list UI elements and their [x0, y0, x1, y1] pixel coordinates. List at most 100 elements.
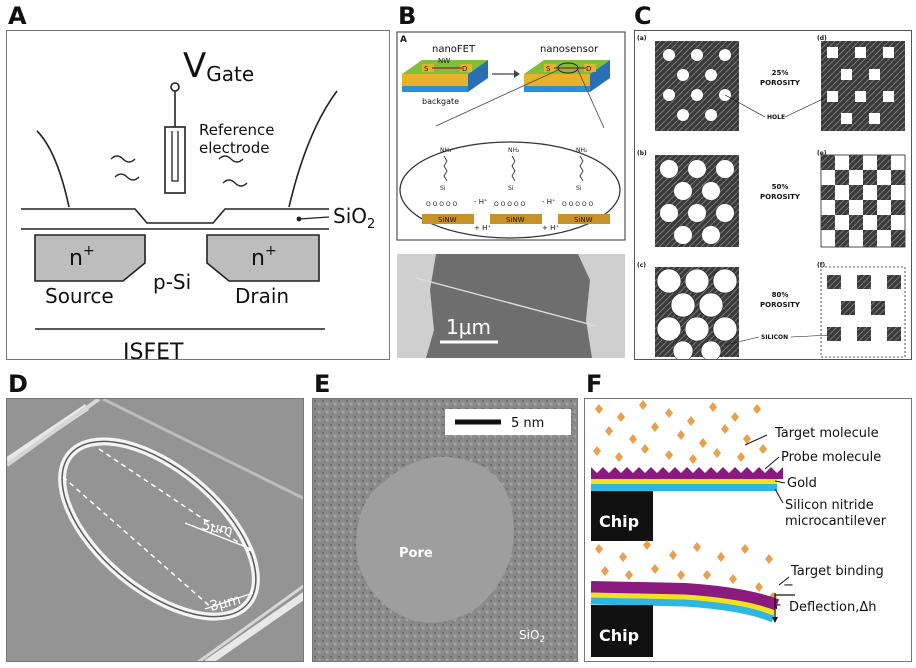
panel-f-microcantilever: Chip Target molecule Probe molecule Gold…	[584, 398, 912, 662]
svg-text:Si: Si	[440, 185, 446, 192]
svg-text:n+: n+	[251, 243, 277, 271]
panel-label-e: E	[314, 370, 331, 398]
source-label: Source	[45, 284, 114, 308]
svg-text:NH₂: NH₂	[508, 147, 520, 154]
silicon-nitride-label: Silicon nitride	[785, 498, 874, 513]
probe-molecule-icon	[627, 467, 639, 479]
reference-electrode-icon	[164, 126, 186, 194]
chip-bottom	[591, 605, 653, 657]
target-molecule-icon	[669, 550, 677, 560]
target-molecule-icon	[601, 566, 609, 576]
target-molecule-icon	[713, 448, 721, 458]
chip-label-top: Chip	[599, 512, 639, 531]
svg-text:n+: n+	[69, 243, 95, 271]
panel-e-nanopore-tem: 5 nm Pore SiO2	[312, 398, 578, 662]
probe-molecule-icon	[675, 467, 687, 479]
svg-text:NW: NW	[438, 57, 450, 65]
svg-text:- H⁺: - H⁺	[542, 198, 556, 206]
scale-5nm-label: 5 nm	[511, 416, 544, 431]
panel-label-b: B	[398, 2, 417, 30]
probe-molecule-icon	[747, 467, 759, 479]
panel-d-resonator-sem: 5μm 3μm	[6, 398, 304, 662]
svg-text:80%: 80%	[772, 291, 789, 299]
target-molecule-icon	[595, 404, 603, 414]
probe-molecule-icon	[699, 467, 711, 479]
panel-a-isfet: VGate Reference electrode SiO2 n+ n+ p-S…	[6, 30, 390, 360]
silicon-label: SILICON	[761, 334, 788, 341]
target-molecule-icon	[629, 434, 637, 444]
sio2-label: SiO2	[333, 204, 375, 232]
target-molecule-label: Target molecule	[774, 426, 879, 441]
probe-molecule-icon	[759, 467, 771, 479]
svg-text:−: −	[783, 578, 794, 593]
svg-text:A: A	[400, 35, 407, 45]
probe-molecule-icon	[663, 467, 675, 479]
cantilever-top	[591, 484, 777, 491]
target-molecule-icon	[759, 444, 767, 454]
target-molecule-icon	[699, 438, 707, 448]
svg-text:Si: Si	[576, 185, 582, 192]
target-molecule-icon	[721, 424, 729, 434]
nanofet-label: nanoFET	[432, 44, 476, 55]
isfet-diagram: VGate Reference electrode SiO2 n+ n+ p-S…	[21, 46, 375, 360]
drain-region	[206, 234, 320, 282]
probe-molecule-icon	[771, 467, 783, 479]
target-molecule-icon	[753, 404, 761, 414]
vgate-label: VGate	[183, 46, 254, 86]
probe-molecule-icon	[639, 467, 651, 479]
target-molecule-icon	[689, 454, 697, 464]
target-molecule-icon	[703, 570, 711, 580]
target-molecule-icon	[641, 444, 649, 454]
chip-top	[591, 491, 653, 541]
target-molecule-icon	[651, 422, 659, 432]
target-molecule-icon	[639, 400, 647, 410]
isfet-label: ISFET	[123, 340, 184, 360]
target-molecule-icon	[665, 408, 673, 418]
panel-c-porosity: (a) (d) (b) (e) (c) (f) 25% POROSITY 50%…	[634, 30, 912, 360]
microcantilever-label: microcantilever	[785, 514, 887, 529]
porosity-diagram: (a) (d) (b) (e) (c) (f) 25% POROSITY 50%…	[637, 35, 906, 359]
svg-text:POROSITY: POROSITY	[760, 301, 801, 309]
svg-text:D: D	[586, 65, 591, 73]
probe-molecule-icon	[591, 467, 603, 479]
microcantilever-diagram: Chip Target molecule Probe molecule Gold…	[590, 400, 887, 657]
svg-text:25%: 25%	[772, 69, 789, 77]
target-molecule-icon	[617, 412, 625, 422]
target-molecule-icon	[605, 426, 613, 436]
reference-label-2: electrode	[199, 139, 270, 157]
svg-text:NH₃⁺: NH₃⁺	[440, 147, 455, 154]
reference-label-1: Reference	[199, 121, 275, 139]
target-molecule-icon	[693, 542, 701, 552]
probe-molecule-icon	[615, 467, 627, 479]
target-molecule-icon	[741, 544, 749, 554]
chip-label-bottom: Chip	[599, 626, 639, 645]
dimension-3um-label: 3μm	[208, 592, 242, 615]
probe-molecule-label: Probe molecule	[781, 450, 881, 465]
solution-boundary-left	[36, 130, 70, 208]
svg-text:Si: Si	[508, 185, 514, 192]
svg-text:(d): (d)	[817, 35, 827, 42]
svg-text:SiNW: SiNW	[438, 216, 457, 224]
svg-text:+ H⁺: + H⁺	[542, 224, 559, 232]
target-molecule-icon	[625, 570, 633, 580]
probe-molecule-icon	[651, 467, 663, 479]
probe-molecule-icon	[723, 467, 735, 479]
target-molecule-icon	[755, 582, 763, 592]
svg-text:SiNW: SiNW	[506, 216, 525, 224]
gold-layer-bottom	[590, 592, 776, 616]
svg-text:S: S	[424, 65, 429, 73]
resonator-sem-image: 5μm 3μm	[7, 399, 303, 661]
svg-text:(f): (f)	[817, 262, 825, 269]
gate-terminal-icon	[170, 82, 180, 92]
svg-text:S: S	[546, 65, 551, 73]
target-molecules-top	[593, 400, 767, 464]
target-molecule-icon	[595, 544, 603, 554]
source-region	[34, 234, 146, 282]
target-molecules-bottom	[595, 540, 777, 602]
panel-label-f: F	[586, 370, 603, 398]
target-molecule-icon	[677, 570, 685, 580]
gold-label: Gold	[787, 476, 817, 491]
svg-text:SiNW: SiNW	[574, 216, 593, 224]
p-si-label: p-Si	[153, 270, 191, 294]
target-molecule-icon	[651, 564, 659, 574]
